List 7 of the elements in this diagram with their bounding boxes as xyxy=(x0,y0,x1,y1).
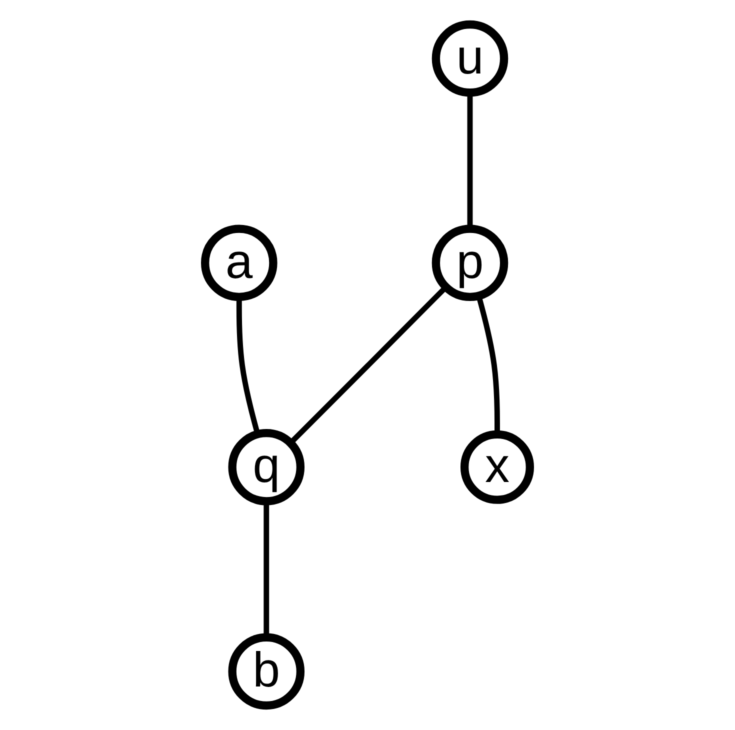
node-circle: x xyxy=(460,430,534,504)
node-circle: a xyxy=(201,224,278,301)
connector xyxy=(288,285,448,445)
node-circle: u xyxy=(432,20,508,97)
node-circle: q xyxy=(228,429,305,506)
node-circle: b xyxy=(228,633,305,710)
node-circle: p xyxy=(432,224,508,301)
